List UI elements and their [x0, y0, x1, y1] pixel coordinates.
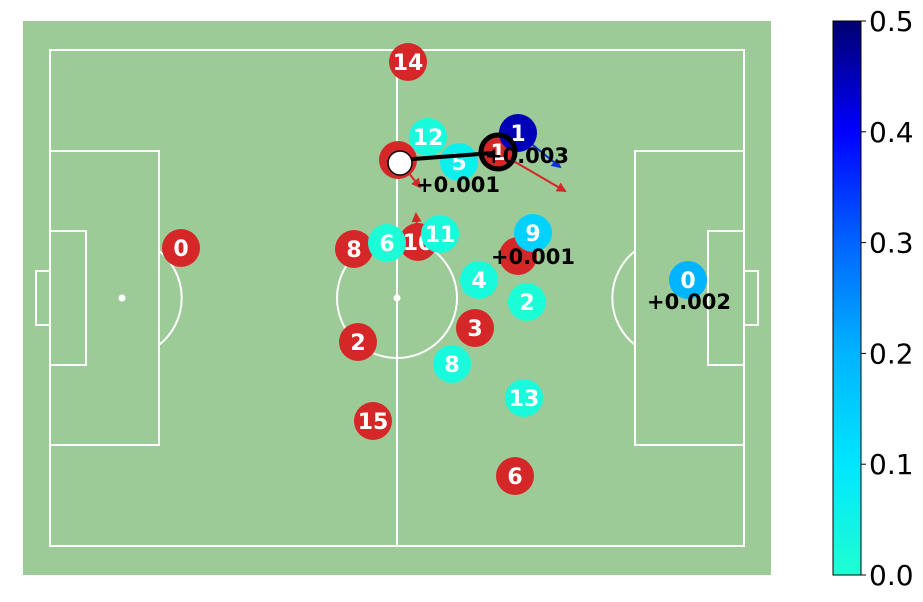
colorbar-tick-label: 0.4	[869, 116, 914, 149]
value-labels: +0.003 +0.001 +0.001 +0.002	[416, 144, 731, 314]
defender-number: 12	[413, 126, 444, 151]
football-pitch	[23, 21, 771, 575]
attacker-number: 3	[467, 317, 482, 342]
attacker-number: 2	[350, 331, 365, 356]
defender-10: 0	[669, 261, 707, 299]
attacker-4: 8	[335, 230, 373, 268]
defender-marker	[368, 224, 406, 262]
left-penalty-spot	[118, 294, 126, 302]
defender-number: 8	[444, 353, 459, 378]
colorbar-tick-label: 0.2	[869, 337, 914, 370]
value-label-3: +0.002	[647, 290, 731, 314]
defender-marker	[421, 215, 459, 253]
attacker-marker	[339, 323, 377, 361]
value-label-2: +0.001	[491, 245, 575, 269]
attacker-marker	[354, 402, 392, 440]
attacker-marker	[162, 229, 200, 267]
attacker-marker	[335, 230, 373, 268]
attacker-10: 6	[496, 457, 534, 495]
colorbar: 0.0 0.1 0.2 0.3 0.4 0.5	[832, 5, 914, 592]
attacker-number: 6	[507, 465, 522, 490]
defender-6: 4	[460, 261, 498, 299]
pitch-lines	[35, 49, 759, 547]
right-penalty-arc	[611, 250, 636, 346]
defender-marker	[514, 214, 552, 252]
defender-marker	[409, 118, 447, 156]
defender-0: 12	[409, 118, 447, 156]
defender-number: 0	[680, 269, 695, 294]
attacker-9: 15	[354, 402, 392, 440]
colorbar-tick-label: 0.5	[869, 5, 914, 38]
colorbar-tick-label: 0.0	[869, 559, 914, 592]
attacker-8: 3	[456, 309, 494, 347]
defender-4: 11	[421, 215, 459, 253]
attacker-0: 14	[389, 43, 427, 81]
defender-number: 1	[510, 122, 525, 147]
pass-and-ball	[387, 132, 518, 176]
defender-3: 6	[368, 224, 406, 262]
defender-marker	[440, 143, 478, 181]
attacker-number: 0	[173, 237, 188, 262]
defender-number: 9	[525, 222, 540, 247]
ball	[387, 150, 413, 176]
defender-number: 11	[425, 223, 456, 248]
value-label-0: +0.003	[485, 144, 569, 168]
colorbar-ticks: 0.0 0.1 0.2 0.3 0.4 0.5	[861, 5, 914, 592]
defender-marker	[669, 261, 707, 299]
attacker-marker	[389, 43, 427, 81]
defender-5: 9	[514, 214, 552, 252]
attacker-marker	[456, 309, 494, 347]
colorbar-gradient	[832, 20, 862, 576]
defender-marker	[460, 261, 498, 299]
attacker-number: 8	[346, 238, 361, 263]
right-goal	[743, 270, 759, 326]
attacker-marker	[496, 457, 534, 495]
colorbar-tick-label: 0.1	[869, 448, 914, 481]
defender-number: 13	[509, 387, 540, 412]
attacker-7: 2	[339, 323, 377, 361]
defender-8: 8	[433, 345, 471, 383]
attacker-3: 0	[162, 229, 200, 267]
value-label-1: +0.001	[416, 173, 500, 197]
defender-1: 1	[499, 114, 537, 152]
defender-number: 2	[519, 291, 534, 316]
attacker-number: 14	[393, 51, 424, 76]
defender-marker	[508, 283, 546, 321]
defender-marker	[433, 345, 471, 383]
defender-marker	[499, 114, 537, 152]
pass-line	[399, 151, 494, 162]
center-spot	[393, 294, 401, 302]
attacker-number: 1	[490, 141, 505, 166]
defender-7: 2	[508, 283, 546, 321]
defender-9: 13	[505, 379, 543, 417]
defender-number: 6	[379, 232, 394, 257]
defender-number: 4	[471, 269, 486, 294]
defender-marker	[505, 379, 543, 417]
left-goal	[35, 270, 51, 326]
attacker-number: 15	[358, 410, 389, 435]
colorbar-tick-label: 0.3	[869, 227, 914, 260]
